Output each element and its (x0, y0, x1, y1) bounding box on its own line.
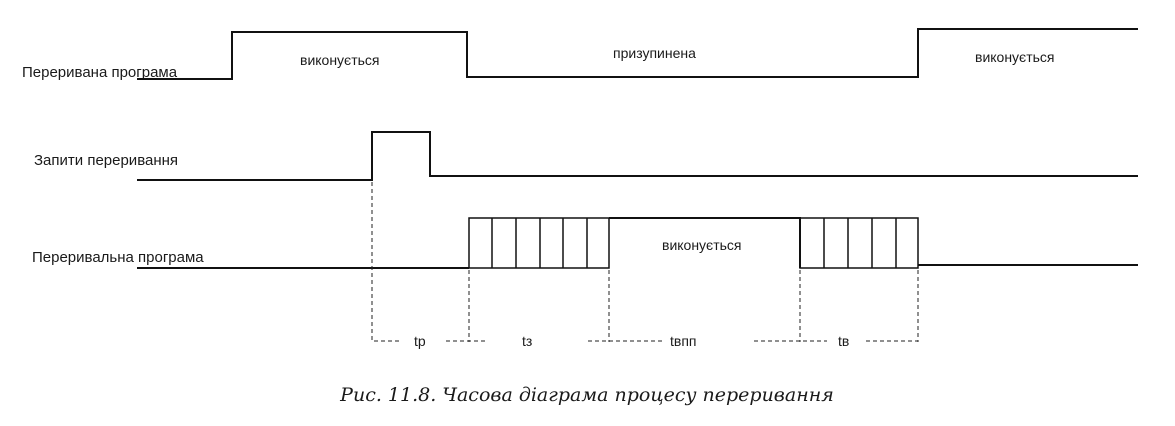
interrupted-program-label: Переривана програма (22, 64, 178, 81)
handler-save-block (468, 217, 610, 269)
interrupt-requests-label: Запити переривання (34, 152, 178, 169)
interval-tvpp: tвпп (670, 333, 697, 349)
interrupted-program-waveform (137, 28, 1138, 80)
handler-restore-block (799, 217, 919, 269)
interrupt-requests-waveform (137, 131, 1138, 181)
interrupted-program-running-1: виконується (300, 52, 380, 68)
interrupted-program-suspended: призупинена (613, 45, 696, 61)
time-markers (371, 182, 919, 342)
interrupt-handler-label: Переривальна програма (32, 249, 204, 266)
interval-tz: tз (522, 333, 532, 349)
figure-caption: Рис. 11.8. Часова діаграма процесу перер… (339, 384, 834, 406)
interval-tv: tв (838, 333, 849, 349)
handler-running-label: виконується (662, 237, 742, 253)
handler-restore-cells (823, 218, 897, 268)
interrupted-program-running-2: виконується (975, 49, 1055, 65)
handler-save-cells (491, 218, 588, 268)
interval-tr: tp (414, 333, 426, 349)
